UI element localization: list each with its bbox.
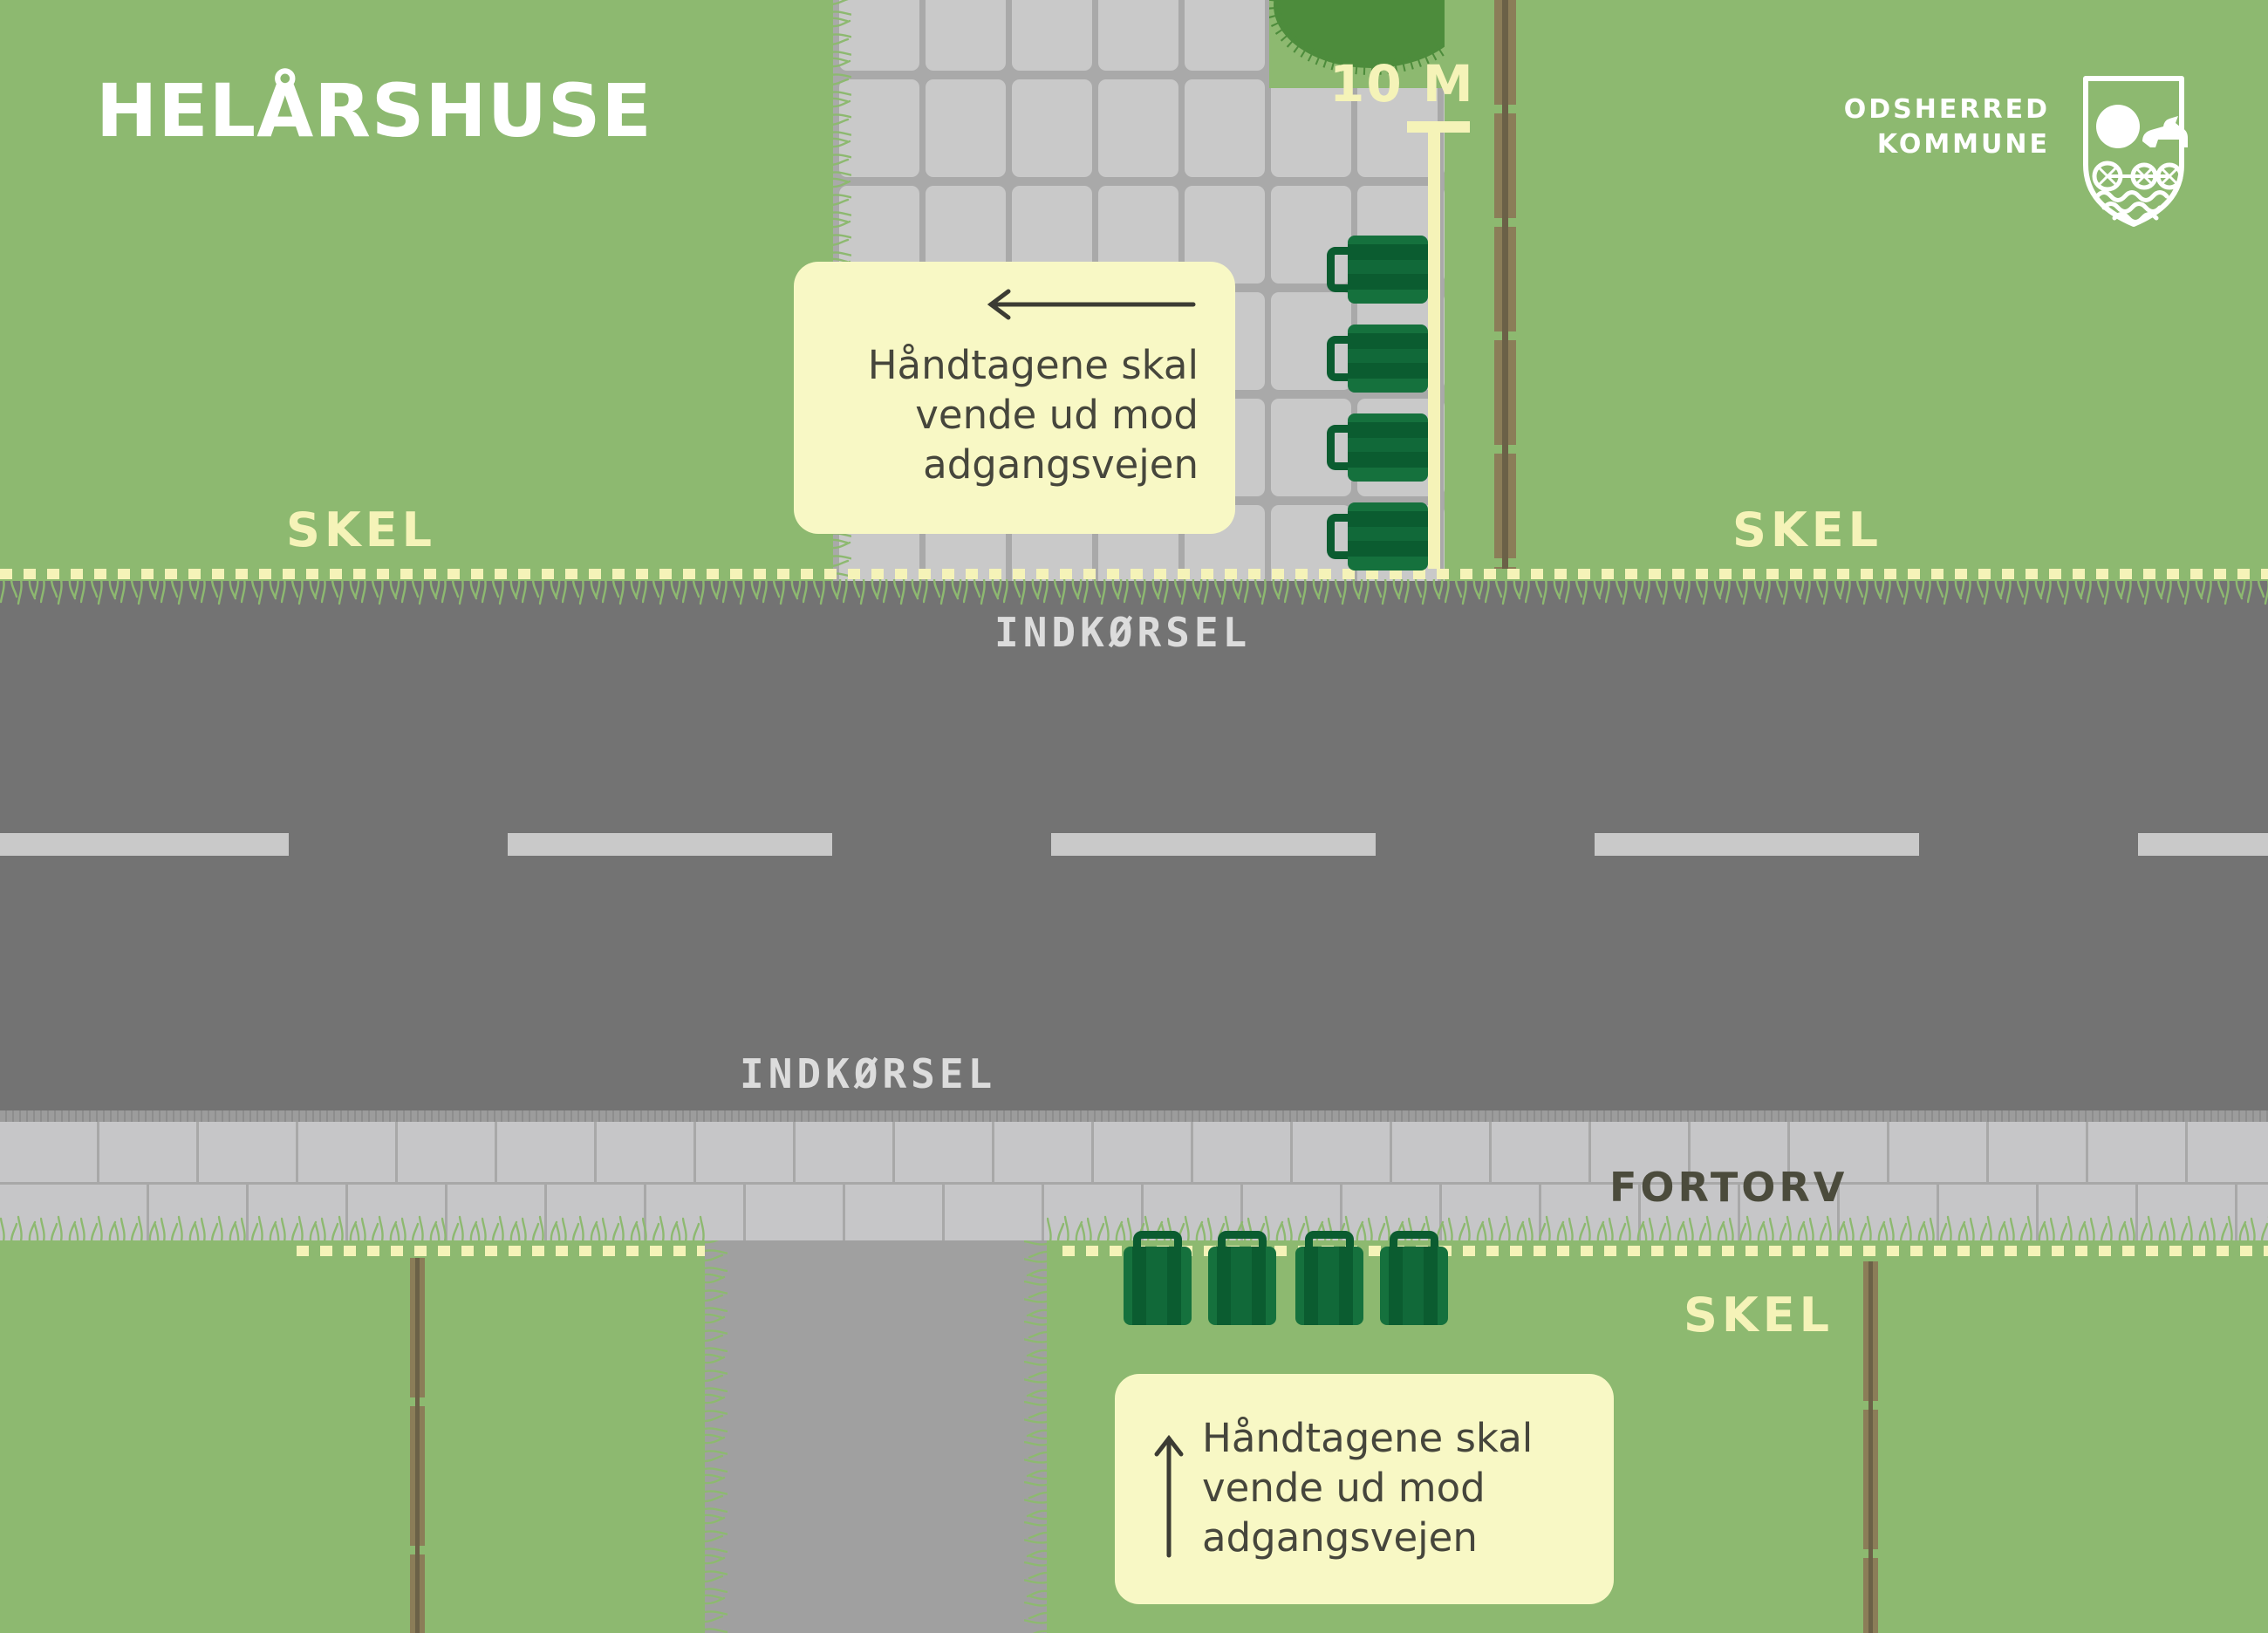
fence-icon: [1863, 1261, 1878, 1633]
callout-line: adgangsvejen: [923, 441, 1199, 488]
grass-icon: [1024, 1240, 1047, 1633]
sidewalk-row: [0, 1122, 2268, 1185]
fence-icon: [410, 1258, 425, 1633]
bin-body: [1208, 1247, 1276, 1325]
bin-body: [1348, 502, 1428, 571]
skel-label-top-right: SKEL: [1732, 502, 1883, 557]
bin-body: [1348, 236, 1428, 304]
callout-bottom: Håndtagene skal vende ud mod adgangsveje…: [1115, 1374, 1614, 1604]
bush-icon: [1269, 0, 1445, 75]
waste-bin-icon: [1327, 325, 1428, 393]
callout-line: Håndtagene skal: [1202, 1415, 1534, 1461]
grass-icon: [0, 1215, 705, 1241]
sidewalk-label: FORTORV: [1609, 1164, 1848, 1211]
callout-line: adgangsvejen: [1202, 1514, 1478, 1561]
municipal-shield-icon: [2083, 76, 2188, 227]
callout-line: Håndtagene skal: [867, 342, 1199, 388]
waste-bin-icon: [1380, 1231, 1448, 1325]
arrow-left-icon: [987, 289, 1196, 320]
waste-bin-icon: [1327, 236, 1428, 304]
waste-bin-icon: [1295, 1231, 1363, 1325]
bin-body: [1348, 413, 1428, 482]
waste-bin-icon: [1327, 502, 1428, 571]
fence-icon: [1494, 0, 1516, 569]
grass-icon: [705, 1240, 728, 1633]
grass-icon: [0, 579, 2268, 605]
bin-body: [1348, 325, 1428, 393]
grass-notch: [1269, 0, 1445, 88]
curb: [0, 1110, 2268, 1122]
measure-line: [1428, 121, 1440, 569]
arrow-up-icon: [1154, 1434, 1184, 1558]
callout-top: Håndtagene skal vende ud mod adgangsveje…: [794, 262, 1235, 534]
page-title: HELÅRSHUSE: [96, 68, 652, 154]
road-label-top: INDKØRSEL: [994, 609, 1252, 656]
skel-boundary-line: [1062, 1246, 2268, 1256]
logo-line-2: KOMMUNE: [1876, 129, 2050, 160]
road-label-bottom: INDKØRSEL: [740, 1050, 997, 1097]
waste-bin-icon: [1124, 1231, 1192, 1325]
callout-bottom-text: Håndtagene skal vende ud mod adgangsveje…: [1202, 1413, 1533, 1562]
callout-top-text: Håndtagene skal vende ud mod adgangsveje…: [868, 340, 1199, 489]
logo-line-1: ODSHERRED: [1843, 94, 2050, 125]
driveway-bottom: [705, 1240, 1047, 1633]
distance-label: 10 M: [1329, 54, 1475, 113]
skel-label-bottom: SKEL: [1684, 1288, 1834, 1343]
bin-body: [1295, 1247, 1363, 1325]
callout-line: vende ud mod: [915, 392, 1199, 438]
waste-bin-icon: [1208, 1231, 1276, 1325]
bin-body: [1380, 1247, 1448, 1325]
callout-line: vende ud mod: [1202, 1465, 1486, 1511]
skel-boundary-line: [297, 1246, 705, 1256]
bin-body: [1124, 1247, 1192, 1325]
logo-text: ODSHERRED KOMMUNE: [1844, 92, 2050, 162]
road-center-line: [0, 833, 2268, 856]
skel-boundary-line: [0, 569, 2268, 579]
waste-bin-icon: [1327, 413, 1428, 482]
skel-label-top-left: SKEL: [286, 502, 437, 557]
